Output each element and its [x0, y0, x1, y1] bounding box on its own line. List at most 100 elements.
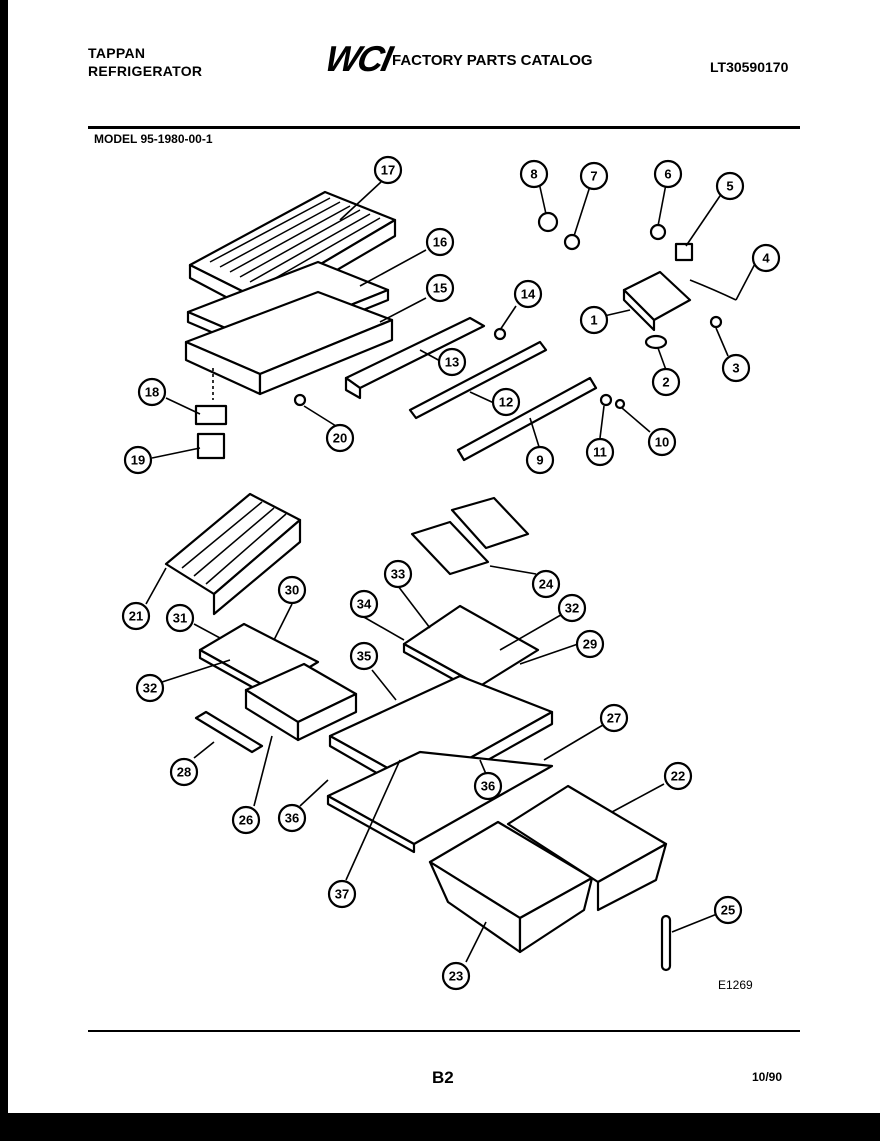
- svg-text:30: 30: [285, 583, 299, 598]
- svg-text:19: 19: [131, 453, 145, 468]
- callout-8: 8: [519, 159, 549, 189]
- callout-23: 23: [441, 961, 471, 991]
- callout-30: 30: [277, 575, 307, 605]
- svg-text:27: 27: [607, 711, 621, 726]
- callout-15: 15: [425, 273, 455, 303]
- callout-33: 33: [383, 559, 413, 589]
- callout-2: 2: [651, 367, 681, 397]
- svg-text:1: 1: [590, 313, 597, 328]
- callout-35: 35: [349, 641, 379, 671]
- catalog-title: FACTORY PARTS CATALOG: [392, 52, 593, 69]
- callout-21: 21: [121, 601, 151, 631]
- svg-text:16: 16: [433, 235, 447, 250]
- svg-text:23: 23: [449, 969, 463, 984]
- svg-text:8: 8: [530, 167, 537, 182]
- svg-text:25: 25: [721, 903, 735, 918]
- socket-7: [563, 233, 581, 251]
- catalog-date: 10/90: [752, 1070, 783, 1084]
- callout-6: 6: [653, 159, 683, 189]
- callout-37: 37: [327, 879, 357, 909]
- brand-name: TAPPAN: [88, 45, 146, 61]
- clips-18-19: [194, 404, 228, 460]
- svg-text:9: 9: [536, 453, 543, 468]
- brand-block: TAPPAN REFRIGERATOR: [88, 44, 202, 80]
- svg-text:26: 26: [239, 813, 253, 828]
- catalog-number: LT30590170: [710, 59, 789, 75]
- rail-9: [456, 376, 598, 462]
- svg-text:32: 32: [565, 601, 579, 616]
- product-type: REFRIGERATOR: [88, 63, 203, 79]
- svg-text:11: 11: [593, 445, 607, 460]
- svg-text:24: 24: [539, 577, 554, 592]
- callout-34: 34: [349, 589, 379, 619]
- ice-trays-24: [410, 496, 530, 576]
- model-number: MODEL 95-1980-00-1: [94, 132, 213, 146]
- callout-18: 18: [137, 377, 167, 407]
- shelf-support-13: [344, 316, 486, 400]
- svg-text:15: 15: [433, 281, 447, 296]
- crisper-pan-22: [506, 784, 668, 912]
- svg-text:14: 14: [521, 287, 536, 302]
- knob-2: [644, 334, 668, 350]
- nut-14: [493, 327, 507, 341]
- callout-25: 25: [713, 895, 743, 925]
- svg-text:10: 10: [655, 435, 669, 450]
- knob-6: [649, 223, 667, 241]
- callout-29: 29: [575, 629, 605, 659]
- callout-4: 4: [751, 243, 781, 273]
- callout-36-center: 36: [473, 771, 503, 801]
- callout-27: 27: [599, 703, 629, 733]
- svg-text:17: 17: [381, 163, 395, 178]
- screw-10: [614, 398, 626, 410]
- drawer-26: [244, 662, 358, 742]
- screw-3: [709, 315, 723, 329]
- svg-text:5: 5: [726, 179, 733, 194]
- svg-text:34: 34: [357, 597, 372, 612]
- page-number: B2: [432, 1068, 454, 1087]
- crisper-pan-23: [428, 820, 594, 954]
- wire-4: [689, 279, 737, 301]
- svg-text:21: 21: [129, 609, 143, 624]
- callout-22: 22: [663, 761, 693, 791]
- callout-10: 10: [647, 427, 677, 457]
- callout-17: 17: [373, 155, 403, 185]
- callout-28: 28: [169, 757, 199, 787]
- callout-36-left: 36: [277, 803, 307, 833]
- callout-1: 1: [579, 305, 609, 335]
- svg-text:32: 32: [143, 681, 157, 696]
- callout-24: 24: [531, 569, 561, 599]
- svg-text:3: 3: [732, 361, 739, 376]
- bulb-8: [537, 211, 559, 233]
- screw-11: [599, 393, 613, 407]
- svg-text:13: 13: [445, 355, 459, 370]
- svg-text:36: 36: [481, 779, 495, 794]
- rail-12: [408, 340, 548, 420]
- shelf-glass-15: [184, 290, 394, 396]
- svg-text:12: 12: [499, 395, 513, 410]
- svg-text:28: 28: [177, 765, 191, 780]
- shelf-stop-25: [660, 914, 672, 972]
- callout-31: 31: [165, 603, 195, 633]
- svg-text:37: 37: [335, 887, 349, 902]
- leader-lines: [145, 177, 759, 963]
- svg-text:35: 35: [357, 649, 371, 664]
- svg-text:2: 2: [662, 375, 669, 390]
- svg-text:20: 20: [333, 431, 347, 446]
- svg-text:4: 4: [762, 251, 770, 266]
- callout-13: 13: [437, 347, 467, 377]
- svg-text:29: 29: [583, 637, 597, 652]
- callout-7: 7: [579, 161, 609, 191]
- callout-19: 19: [123, 445, 153, 475]
- svg-text:6: 6: [664, 167, 671, 182]
- deflector-21: [164, 492, 302, 616]
- callout-14: 14: [513, 279, 543, 309]
- svg-text:33: 33: [391, 567, 405, 582]
- callout-20: 20: [325, 423, 355, 453]
- callout-26: 26: [231, 805, 261, 835]
- svg-text:18: 18: [145, 385, 159, 400]
- svg-text:7: 7: [590, 169, 597, 184]
- callout-3: 3: [721, 353, 751, 383]
- callout-32-left: 32: [135, 673, 165, 703]
- callout-9: 9: [525, 445, 555, 475]
